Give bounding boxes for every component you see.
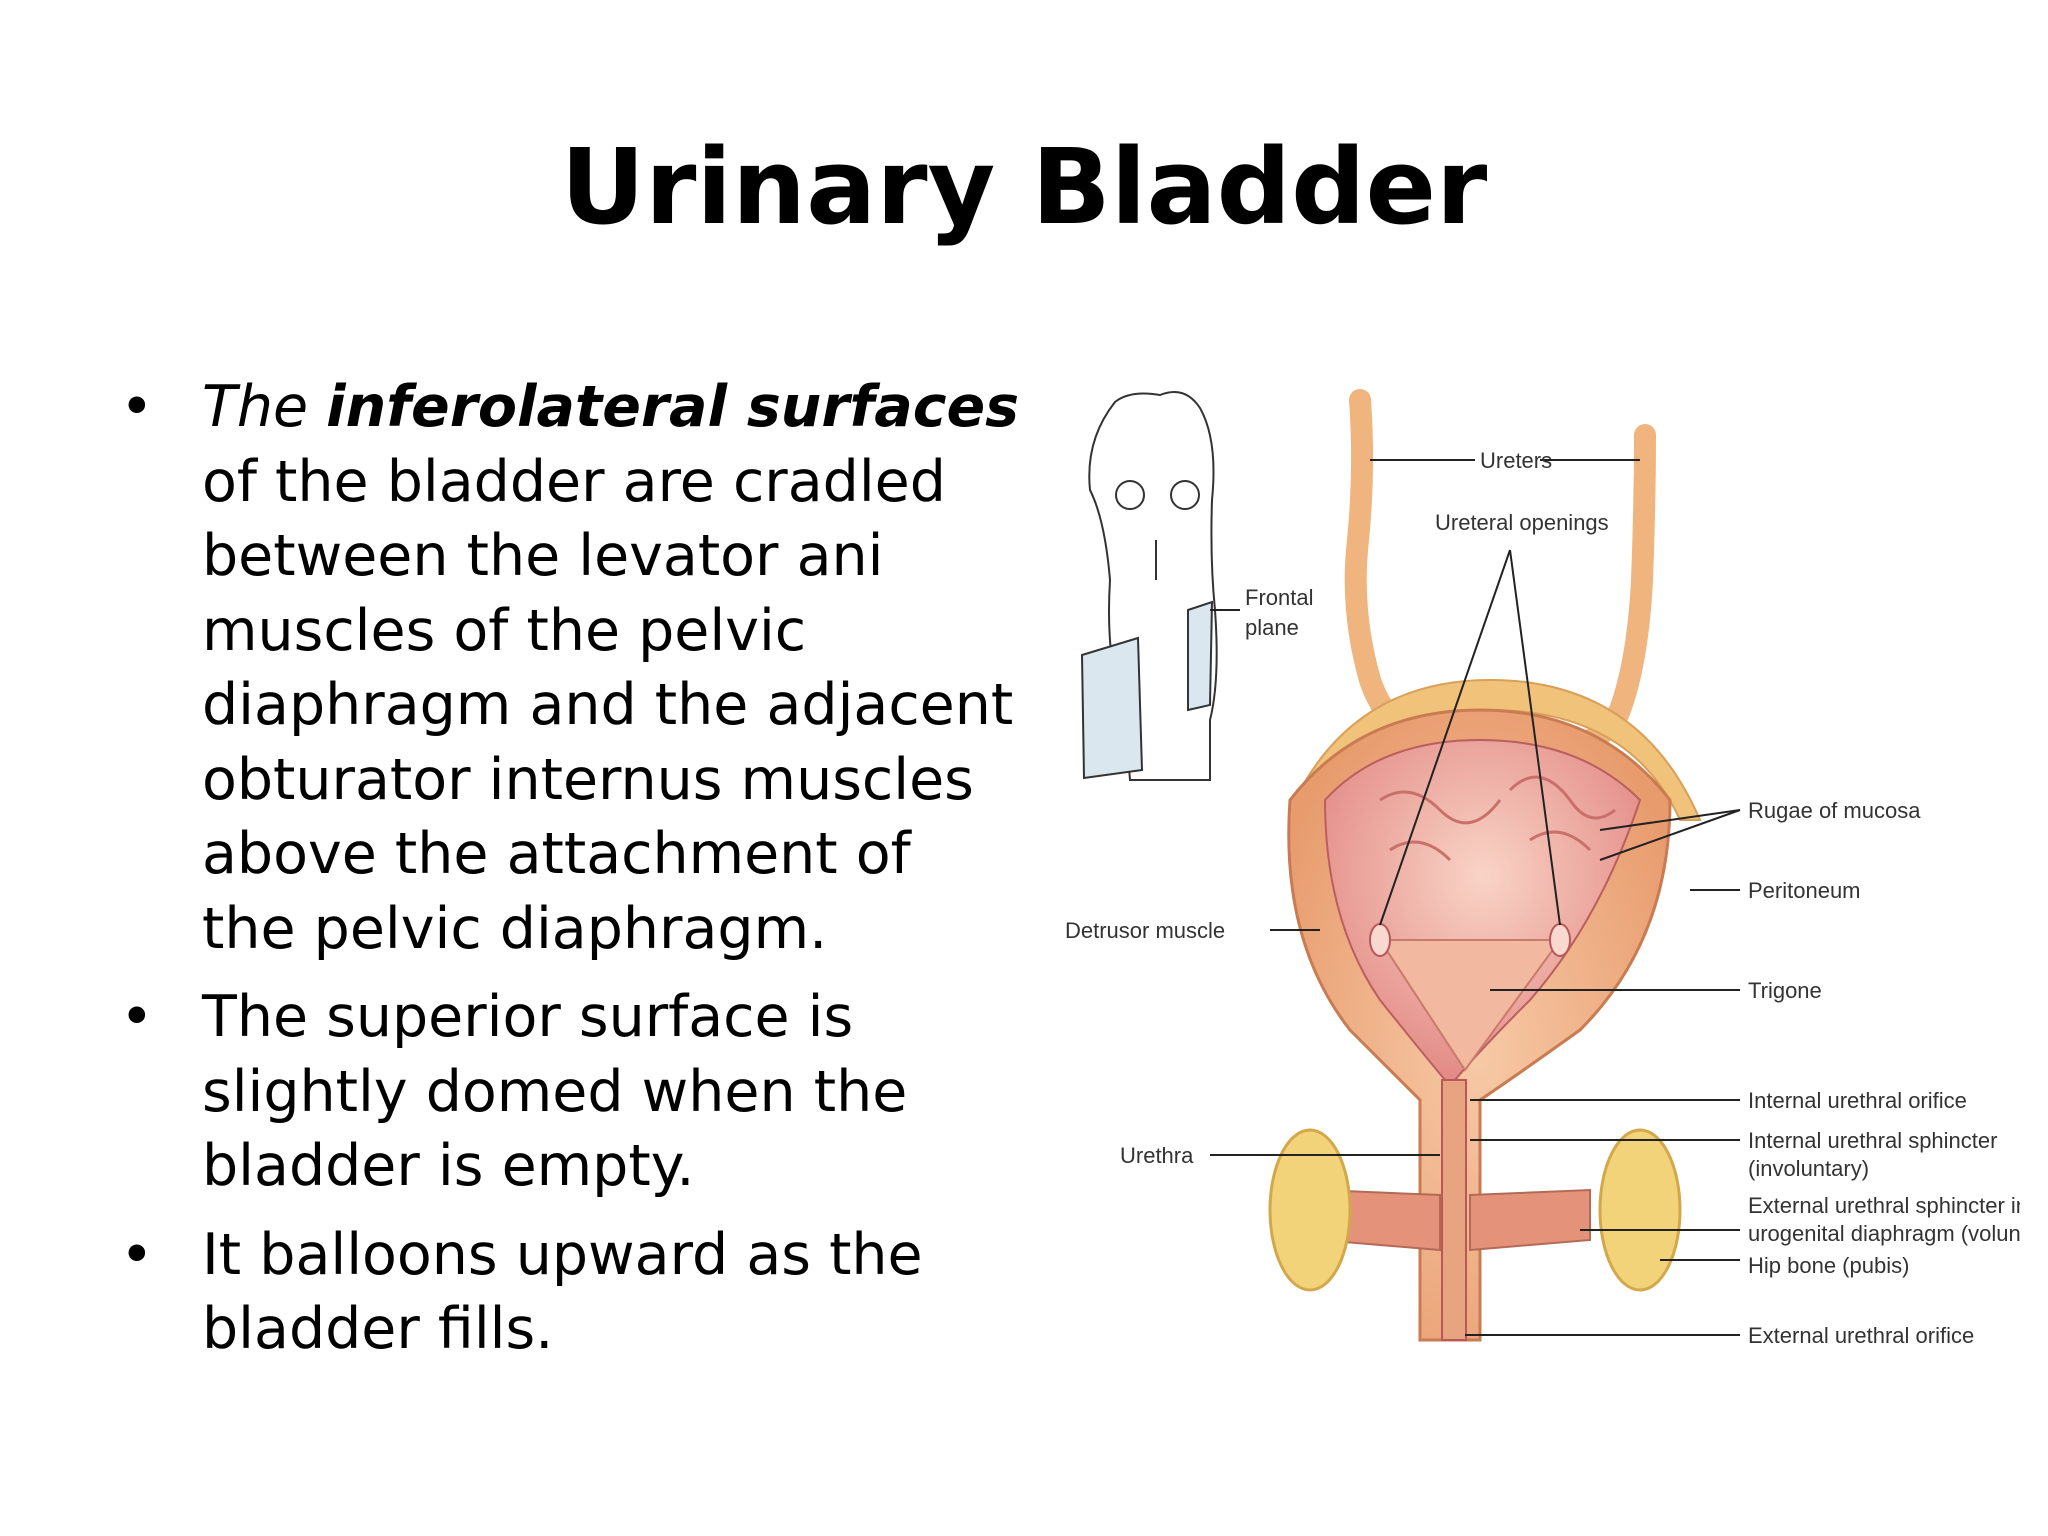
hip-bones xyxy=(1268,1128,1682,1292)
bullet-3-text: It balloons upward as the bladder fills. xyxy=(202,1221,923,1363)
label-rugae: Rugae of mucosa xyxy=(1748,798,1921,823)
bullet-1-rest: of the bladder are cradled between the l… xyxy=(202,448,1014,962)
bladder-diagram: Ureters Ureteral openings Frontal plane … xyxy=(1065,389,2020,1348)
label-internal-orifice: Internal urethral orifice xyxy=(1748,1088,1967,1113)
urethra-tube xyxy=(1441,1079,1467,1341)
label-external-sphincter: External urethral sphincter in xyxy=(1748,1193,2020,1218)
bullet-item-3: • It balloons upward as the bladder fill… xyxy=(120,1218,1020,1367)
bullet-marker: • xyxy=(120,374,154,440)
bullet-1-intro: The xyxy=(202,374,327,440)
bullet-marker: • xyxy=(120,984,154,1050)
rugae-folds xyxy=(1379,775,1616,862)
label-external-sphincter-2: urogenital diaphragm (voluntary) xyxy=(1748,1221,2020,1246)
label-internal-sphincter: Internal urethral sphincter xyxy=(1748,1128,1997,1153)
label-frontal-plane: Frontal xyxy=(1245,585,1313,610)
slide-title: Urinary Bladder xyxy=(560,126,1488,248)
label-trigone: Trigone xyxy=(1748,978,1822,1003)
label-frontal-plane-2: plane xyxy=(1245,615,1299,640)
bullet-2-text: The superior surface is slightly domed w… xyxy=(202,984,908,1199)
label-peritoneum: Peritoneum xyxy=(1748,878,1861,903)
label-internal-sphincter-2: (involuntary) xyxy=(1748,1156,1869,1181)
label-urethra: Urethra xyxy=(1120,1143,1194,1168)
trigone-shape xyxy=(1378,939,1562,1072)
bullet-marker: • xyxy=(120,1221,154,1288)
torso-inset xyxy=(1080,391,1218,781)
bullet-1-emphasis: inferolateral surfaces xyxy=(326,374,1020,440)
label-ureteral-openings: Ureteral openings xyxy=(1435,510,1609,535)
bullet-item-2: • The superior surface is slightly domed… xyxy=(120,980,1020,1204)
label-external-orifice: External urethral orifice xyxy=(1748,1323,1974,1348)
bladder-cavity xyxy=(1323,738,1642,1081)
bullet-list: • The inferolateral surfaces of the blad… xyxy=(120,370,1020,1381)
label-hip-bone: Hip bone (pubis) xyxy=(1748,1253,1909,1278)
label-detrusor: Detrusor muscle xyxy=(1065,918,1225,943)
label-ureters: Ureters xyxy=(1480,448,1552,473)
bullet-item-1: • The inferolateral surfaces of the blad… xyxy=(120,370,1020,966)
